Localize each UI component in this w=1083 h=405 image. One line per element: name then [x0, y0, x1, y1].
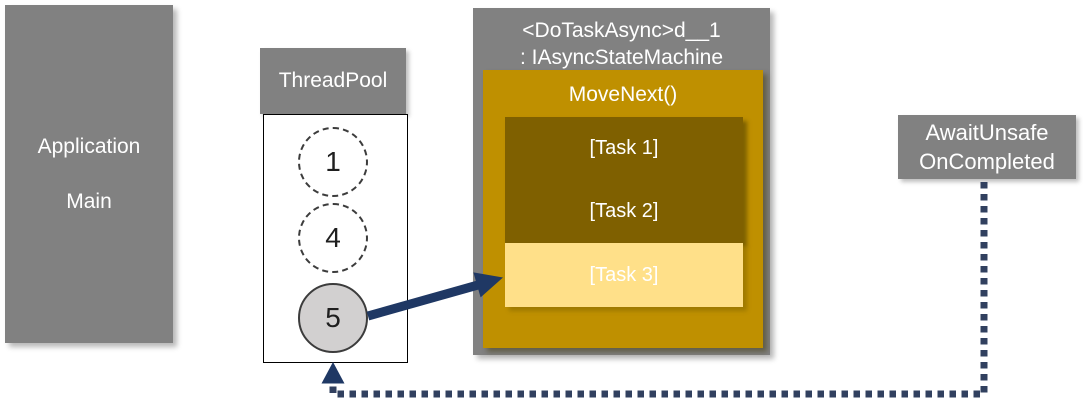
threadpool-header: ThreadPool: [260, 48, 406, 114]
thread-5-label: 5: [325, 302, 341, 333]
current-task-box: [Task 3]: [505, 243, 743, 307]
task-3-label: [Task 3]: [589, 263, 659, 286]
completed-tasks-box: [Task 1] [Task 2]: [505, 117, 743, 243]
thread-circle-4: 4: [298, 203, 368, 273]
application-label: Application: [37, 134, 141, 158]
task-1-label: [Task 1]: [589, 137, 659, 159]
threadpool-title: ThreadPool: [278, 69, 388, 92]
state-machine-title-line1: <DoTaskAsync>d__1: [522, 19, 721, 42]
state-machine-title-line2: : IAsyncStateMachine: [519, 46, 724, 69]
thread-circle-1: 1: [298, 127, 368, 197]
thread-4-label: 4: [325, 222, 341, 253]
thread-circle-5: 5: [298, 283, 368, 353]
awaitunsafe-oncompleted-box: AwaitUnsafe OnCompleted: [898, 115, 1076, 179]
thread-1-label: 1: [325, 146, 341, 177]
task-2-label: [Task 2]: [589, 200, 659, 222]
awaitunsafe-label: AwaitUnsafe: [925, 120, 1049, 145]
movenext-box: MoveNext() [Task 1] [Task 2] [Task 3]: [483, 70, 763, 348]
oncompleted-label: OnCompleted: [919, 149, 1055, 174]
application-box: Application Main: [5, 5, 173, 343]
main-label: Main: [66, 189, 112, 213]
state-machine-box: <DoTaskAsync>d__1 : IAsyncStateMachine M…: [473, 8, 770, 355]
movenext-label: MoveNext(): [568, 83, 678, 106]
